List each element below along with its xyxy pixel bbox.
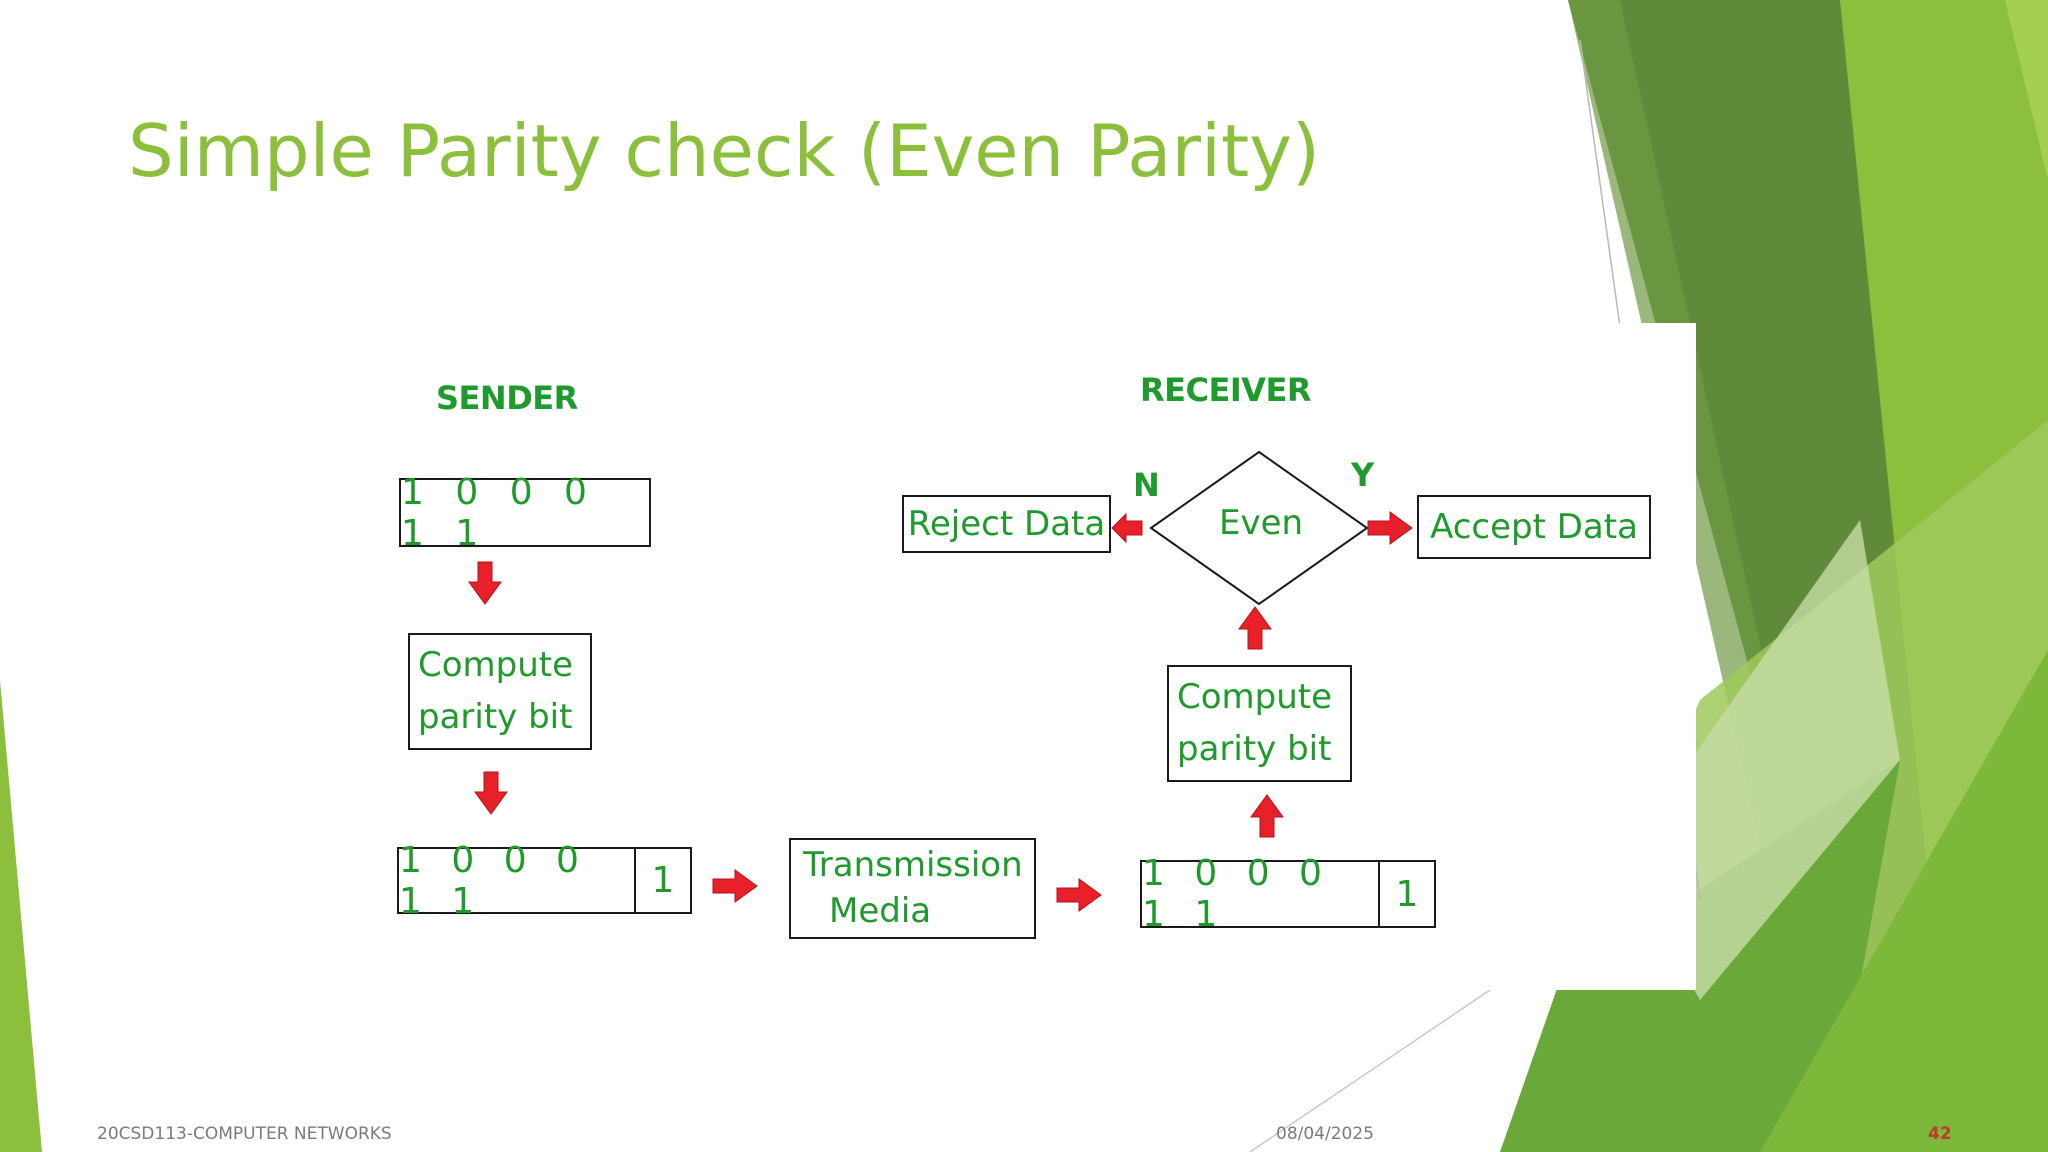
receiver-parity-bit: 1 <box>1395 873 1419 915</box>
flow-arrows <box>468 511 1413 912</box>
sender-parity-bit: 1 <box>651 860 675 901</box>
receiver-compute-box: Compute parity bit <box>1167 665 1352 782</box>
sender-data-box: 1 0 0 0 1 1 <box>399 472 651 554</box>
sender-compute-box: Compute parity bit <box>408 633 592 750</box>
to-receiver-arrow <box>1056 878 1102 912</box>
sender-down-arrow-2 <box>474 771 508 815</box>
sender-label: SENDER <box>436 379 578 417</box>
transmission-line1: Transmission <box>803 845 1023 885</box>
transmission-media-box: Transmission Media <box>789 838 1036 939</box>
accept-arrow <box>1367 511 1413 545</box>
sender-compute-line2: parity bit <box>418 697 573 737</box>
receiver-codeword-box: 1 0 0 0 1 1 1 <box>1140 853 1436 935</box>
reject-arrow <box>1111 513 1143 543</box>
yes-label: Y <box>1351 456 1375 494</box>
slide-title: Simple Parity check (Even Parity) <box>128 109 1320 193</box>
receiver-up-arrow-1 <box>1250 794 1284 838</box>
even-decision-diamond <box>1149 451 1369 605</box>
sender-down-arrow-1 <box>468 561 502 605</box>
even-decision-label: Even <box>1219 503 1304 543</box>
transmission-line2: Media <box>829 891 932 931</box>
footer-date: 08/04/2025 <box>1276 1124 1374 1144</box>
page-number: 42 <box>1928 1124 1952 1144</box>
receiver-compute-line1: Compute <box>1177 677 1333 717</box>
no-label: N <box>1133 466 1160 504</box>
receiver-compute-line2: parity bit <box>1177 729 1332 769</box>
to-transmission-arrow <box>712 869 758 903</box>
accept-data-box: Accept Data <box>1417 495 1651 559</box>
diagram-panel: SENDER RECEIVER 1 0 0 0 1 1 Compute pari… <box>290 323 1696 990</box>
sender-codeword-box: 1 0 0 0 1 1 1 <box>397 840 692 922</box>
reject-data-box: Reject Data <box>902 495 1111 553</box>
sender-compute-line1: Compute <box>418 645 574 685</box>
receiver-label: RECEIVER <box>1140 371 1312 409</box>
footer-course: 20CSD113-COMPUTER NETWORKS <box>97 1124 392 1144</box>
receiver-up-arrow-2 <box>1238 606 1272 650</box>
